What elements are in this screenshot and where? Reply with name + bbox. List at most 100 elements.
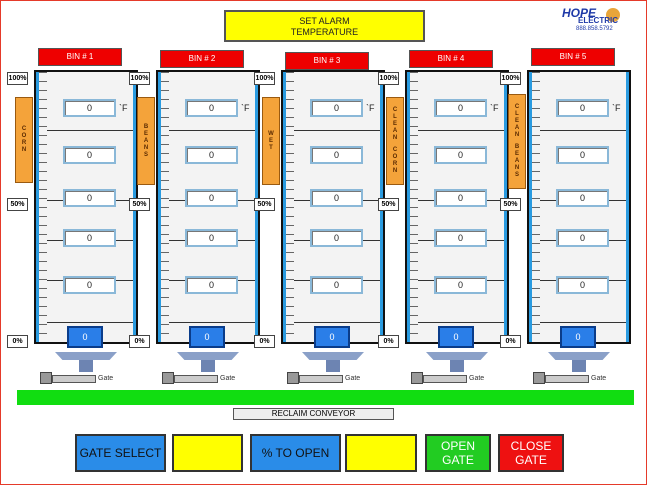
grain-letter: N	[514, 132, 520, 138]
temperature-readout[interactable]: 0	[434, 276, 487, 294]
grain-letter: A	[392, 128, 398, 134]
temperature-readout[interactable]: 0	[63, 99, 116, 117]
title-line2: TEMPERATURE	[290, 27, 359, 37]
percent-value-field[interactable]	[345, 434, 417, 472]
gate-motor-icon[interactable]	[411, 370, 467, 386]
temperature-readout[interactable]: 0	[63, 229, 116, 247]
bin-wall-right	[626, 72, 629, 342]
temperature-readout[interactable]: 0	[63, 276, 116, 294]
gate-label: Gate	[591, 375, 607, 382]
bin-level-readout[interactable]: 0	[189, 326, 225, 348]
temperature-readout[interactable]: 0	[556, 276, 609, 294]
gate-rail-icon	[299, 375, 343, 383]
unit-label: `F	[612, 103, 621, 113]
temperature-readout[interactable]: 0	[185, 146, 238, 164]
temperature-readout[interactable]: 0	[434, 229, 487, 247]
grain-letter: E	[514, 118, 519, 124]
grain-letter: L	[393, 114, 397, 120]
sensor-cable-line	[47, 130, 133, 131]
percent-to-open-button[interactable]: % TO OPEN	[250, 434, 341, 472]
temperature-readout[interactable]: 0	[310, 189, 363, 207]
temperature-readout[interactable]: 0	[556, 229, 609, 247]
grain-letter: S	[143, 151, 148, 158]
bin-wall-left	[158, 72, 161, 342]
unit-label: `F	[119, 103, 128, 113]
gate-label: Gate	[98, 375, 114, 382]
gate-motor-icon[interactable]	[533, 370, 589, 386]
temperature-readout[interactable]: 0	[556, 189, 609, 207]
grain-letter: C	[392, 107, 398, 113]
unit-label: `F	[241, 103, 250, 113]
bin-level-readout[interactable]: 0	[438, 326, 474, 348]
temperature-readout[interactable]: 0	[63, 146, 116, 164]
grain-letter: E	[143, 130, 148, 137]
grain-letter: L	[515, 111, 519, 117]
temperature-readout[interactable]: 0	[556, 146, 609, 164]
sensor-cable-line	[294, 130, 380, 131]
bin-header: BIN # 3	[285, 52, 369, 70]
grain-letter: R	[392, 161, 398, 167]
company-logo: HOPE ELECTRIC 888.858.5792	[562, 6, 624, 36]
temperature-readout[interactable]: 0	[185, 229, 238, 247]
gate-value-field[interactable]	[172, 434, 243, 472]
temperature-readout[interactable]: 0	[310, 276, 363, 294]
set-alarm-temperature-button[interactable]: SET ALARM TEMPERATURE	[224, 10, 425, 42]
grain-letter: C	[392, 147, 398, 153]
bin-hopper	[55, 352, 117, 374]
temperature-readout[interactable]: 0	[185, 276, 238, 294]
temperature-readout[interactable]: 0	[434, 146, 487, 164]
hopper-spout	[326, 360, 340, 372]
motor-icon	[287, 372, 299, 384]
gate-rail-icon	[174, 375, 218, 383]
grain-letter: R	[21, 140, 27, 146]
temperature-readout[interactable]: 0	[310, 229, 363, 247]
temperature-readout[interactable]: 0	[434, 99, 487, 117]
hopper-spout	[79, 360, 93, 372]
reclaim-conveyor	[17, 390, 634, 405]
bin-wall-left	[407, 72, 410, 342]
gate-motor-icon[interactable]	[287, 370, 343, 386]
gate-rail-icon	[52, 375, 96, 383]
grain-letter: W	[268, 130, 274, 137]
logo-text-1: HOPE	[562, 6, 597, 20]
sensor-cable-line	[418, 130, 504, 131]
scale-100-label: 100%	[378, 72, 399, 85]
bin-hopper	[302, 352, 364, 374]
grain-letter: N	[21, 147, 27, 153]
hopper-spout	[450, 360, 464, 372]
temperature-readout[interactable]: 0	[556, 99, 609, 117]
sensor-cable-line	[169, 322, 255, 323]
grain-letter: E	[392, 121, 397, 127]
hopper-top	[302, 352, 364, 360]
grain-letter: N	[143, 144, 149, 151]
scale-0-label: 0%	[254, 335, 275, 348]
temperature-readout[interactable]: 0	[310, 146, 363, 164]
bin-header: BIN # 1	[38, 48, 122, 66]
grain-letter: N	[392, 135, 398, 141]
temperature-readout[interactable]: 0	[185, 99, 238, 117]
scale-0-label: 0%	[129, 335, 150, 348]
bin-header: BIN # 5	[531, 48, 615, 66]
bin-level-readout[interactable]: 0	[67, 326, 103, 348]
temperature-readout[interactable]: 0	[185, 189, 238, 207]
gate-select-button[interactable]: GATE SELECT	[75, 434, 166, 472]
scale-100-label: 100%	[254, 72, 275, 85]
bin-level-readout[interactable]: 0	[560, 326, 596, 348]
temperature-readout[interactable]: 0	[63, 189, 116, 207]
unit-label: `F	[490, 103, 499, 113]
temperature-readout[interactable]: 0	[310, 99, 363, 117]
gate-motor-icon[interactable]	[40, 370, 96, 386]
close-gate-button[interactable]: CLOSE GATE	[498, 434, 564, 472]
motor-icon	[162, 372, 174, 384]
gate-motor-icon[interactable]	[162, 370, 218, 386]
sensor-cable-line	[47, 322, 133, 323]
unit-label: `F	[366, 103, 375, 113]
scale-50-label: 50%	[378, 198, 399, 211]
open-gate-button[interactable]: OPEN GATE	[425, 434, 491, 472]
grain-letter: C	[21, 126, 27, 132]
bin-level-readout[interactable]: 0	[314, 326, 350, 348]
scale-50-label: 50%	[500, 198, 521, 211]
temperature-readout[interactable]: 0	[434, 189, 487, 207]
grain-letter: N	[392, 168, 398, 174]
